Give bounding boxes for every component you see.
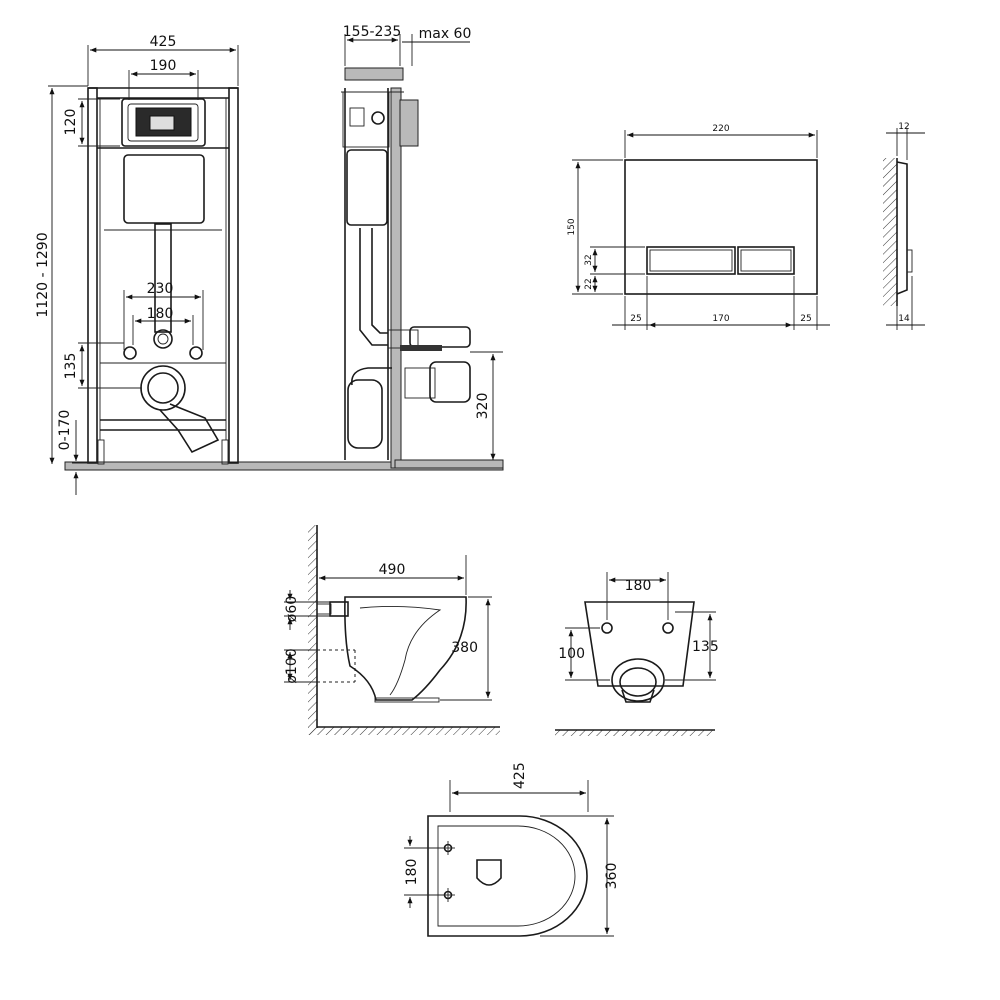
bowl-back-view: 180 100 135 (555, 572, 719, 736)
bowl-top-inner (437, 825, 576, 927)
drain-connector-side (429, 361, 471, 403)
bowl-top-outline (427, 815, 588, 937)
back-left-height-label: 100 (558, 646, 585, 662)
panel-offset-label: 120 (63, 109, 79, 136)
frame-front-view: 425 190 1120 - 1290 120 230 180 135 0 (35, 34, 504, 495)
leg-adjust-label: 0-170 (57, 410, 73, 451)
drain-bend-side (347, 379, 383, 449)
bowl-side-shape (344, 596, 467, 701)
flush-pipe-outlet (153, 329, 173, 349)
frame-height-label: 1120 - 1290 (35, 232, 51, 317)
outlet-diameter-label: ø100 (284, 648, 300, 683)
frame-left-upright (87, 87, 98, 464)
cistern (123, 154, 205, 224)
flush-button-right (737, 246, 795, 275)
plate-right-margin-label: 25 (800, 314, 811, 324)
flush-plate (624, 159, 818, 295)
plate-width-label: 220 (712, 124, 729, 134)
frame-depth-label: 155-235 (343, 24, 402, 40)
button-height-label: 32 (584, 254, 594, 265)
side-mechanism (342, 91, 390, 148)
bowl-side-view: 490 ø60 ø100 380 (284, 525, 500, 735)
bowl-back-shape (584, 601, 695, 687)
pipe-spacing-outer-label: 230 (147, 281, 174, 297)
anchor-bolt-right (189, 346, 203, 360)
button-bottom-label: 22 (584, 278, 594, 289)
wall-max-label: max 60 (419, 26, 472, 42)
flush-mechanism (127, 103, 199, 142)
flush-plate-front: 220 150 32 22 25 170 25 (567, 124, 830, 330)
outlet-height-label: 135 (63, 353, 79, 380)
plate-left-margin-label: 25 (630, 314, 641, 324)
frame-width-label: 425 (150, 34, 177, 50)
flush-pipe (154, 223, 172, 333)
flush-button-left (646, 246, 736, 275)
pipe-spacing-inner-label: 180 (147, 306, 174, 322)
frame-right-upright (228, 87, 239, 464)
top-width-label: 360 (604, 863, 620, 890)
back-bolt-left (601, 622, 613, 634)
bowl-length-label: 490 (379, 562, 406, 578)
back-bolt-right (662, 622, 674, 634)
inlet-diameter-label: ø60 (284, 596, 300, 622)
back-right-height-label: 135 (692, 639, 719, 655)
back-bolt-spacing-label: 180 (625, 578, 652, 594)
frame-side-view: 155-235 max 60 320 (341, 24, 504, 469)
button-width-label: 170 (712, 314, 729, 324)
top-length-label: 425 (512, 762, 528, 789)
top-bolt-spacing-label: 180 (404, 859, 420, 886)
bowl-top-view: 425 180 360 (404, 762, 620, 937)
plate-depth-bottom-label: 14 (898, 314, 910, 324)
side-outlet-height-label: 320 (475, 393, 491, 420)
plate-height-label: 150 (567, 218, 577, 235)
panel-width-label: 190 (150, 58, 177, 74)
supply-valve (409, 326, 471, 348)
access-panel-frame (121, 98, 206, 147)
flush-plate-side: 12 14 (883, 122, 925, 330)
cistern-side (346, 149, 388, 226)
plate-depth-top-label: 12 (898, 122, 909, 132)
bowl-height-label: 380 (451, 640, 478, 656)
anchor-bolt-left (123, 346, 137, 360)
back-outlet (611, 658, 665, 702)
